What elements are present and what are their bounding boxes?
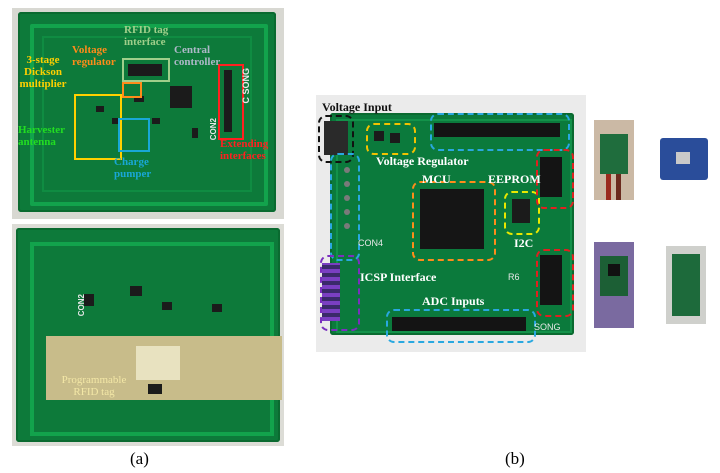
rfid-tag-interface-box [122, 58, 170, 82]
icsp-interface-label: ICSP Interface [360, 270, 437, 284]
top-pin-header [434, 123, 560, 137]
sensor-module-4 [666, 246, 706, 324]
rfid-tag-interface-label: RFID tag interface [124, 24, 169, 48]
central-controller-label: Central controller [174, 44, 221, 68]
voltage-input-box [318, 115, 354, 163]
icsp-box [320, 255, 360, 331]
mcu-chip [420, 189, 484, 249]
voltage-regulator-box [122, 82, 142, 98]
rfid-tag-board-photo: Programmable RFID tag CON2 [12, 224, 284, 446]
smd-component [130, 286, 142, 296]
programmable-rfid-tag-label: Programmable RFID tag [61, 374, 127, 398]
i2c-header [540, 255, 562, 305]
smd-component [212, 304, 222, 312]
pcb-board [16, 228, 280, 442]
header-connector [128, 64, 162, 76]
sensor-board-photo: Voltage Input Voltage Regulator MCU EEPR… [316, 95, 586, 352]
caption-b: (b) [505, 449, 525, 468]
smd-component [192, 128, 198, 138]
board-outline-trace [336, 119, 572, 333]
via-hole [344, 181, 350, 187]
silkscreen-song: SONG [534, 322, 561, 332]
silkscreen-con2-bottom: CON2 [77, 294, 86, 317]
icsp-ribbon-wires [322, 263, 340, 321]
voltage-regulator-label: Voltage regulator [72, 44, 116, 68]
rfid-chip [148, 384, 162, 394]
mcu-box [412, 181, 496, 261]
voltage-regulator-label: Voltage Regulator [376, 154, 469, 168]
sensor-module-3 [594, 242, 634, 328]
charge-pumper-box [118, 118, 150, 152]
inner-antenna-trace [42, 36, 252, 192]
rfid-tag-chip-pad [136, 346, 180, 380]
via-hole [344, 167, 350, 173]
top-header-box [430, 113, 570, 151]
smd-component [390, 133, 400, 143]
adc-inputs-label: ADC Inputs [422, 294, 485, 308]
silkscreen-c-song: C SONG [241, 68, 251, 104]
smd-component [96, 106, 104, 112]
smd-component [112, 118, 120, 124]
charge-pumper-label: Charge pumper [114, 156, 152, 180]
pcb-board [18, 12, 276, 212]
smd-component [374, 131, 384, 141]
controller-chip [170, 86, 192, 108]
sensor-module-2 [660, 138, 708, 180]
eeprom-label: EEPROM [488, 172, 541, 186]
voltage-input-label: Voltage Input [322, 100, 392, 114]
voltage-regulator-box [366, 123, 416, 155]
via-hole [344, 209, 350, 215]
dickson-multiplier-box [74, 94, 122, 160]
dickson-multiplier-label: 3-stage Dickson multiplier [19, 54, 67, 90]
left-header-box [330, 153, 360, 261]
via-hole [344, 223, 350, 229]
caption-a: (a) [130, 449, 149, 468]
via-hole [344, 195, 350, 201]
smd-component [134, 96, 144, 102]
smd-component [84, 294, 94, 306]
voltage-input-connector [324, 121, 348, 155]
i2c-label: I2C [514, 236, 534, 250]
eeprom-chip [512, 199, 530, 223]
harvester-antenna-trace [30, 24, 268, 206]
smd-component [162, 302, 172, 310]
extending-interfaces-label: Extending interfaces [220, 138, 269, 162]
mcu-label: MCU [422, 172, 451, 186]
adc-inputs-box [386, 309, 536, 343]
harvester-board-photo: RFID tag interface Voltage regulator Cen… [12, 8, 284, 219]
smd-component [152, 118, 160, 124]
extension-header [224, 70, 232, 132]
i2c-box [536, 249, 574, 317]
right-header-upper [540, 157, 562, 197]
silkscreen-con2-top: CON2 [209, 118, 218, 141]
extending-interfaces-box [218, 64, 244, 140]
sensor-module-1 [594, 120, 634, 200]
right-header-box [536, 149, 574, 209]
adc-header [392, 317, 526, 331]
harvester-antenna-label: Harvester antenna [18, 124, 66, 148]
silkscreen-r6: R6 [508, 272, 520, 282]
silkscreen-con4: CON4 [358, 238, 384, 248]
eeprom-box [504, 191, 540, 235]
